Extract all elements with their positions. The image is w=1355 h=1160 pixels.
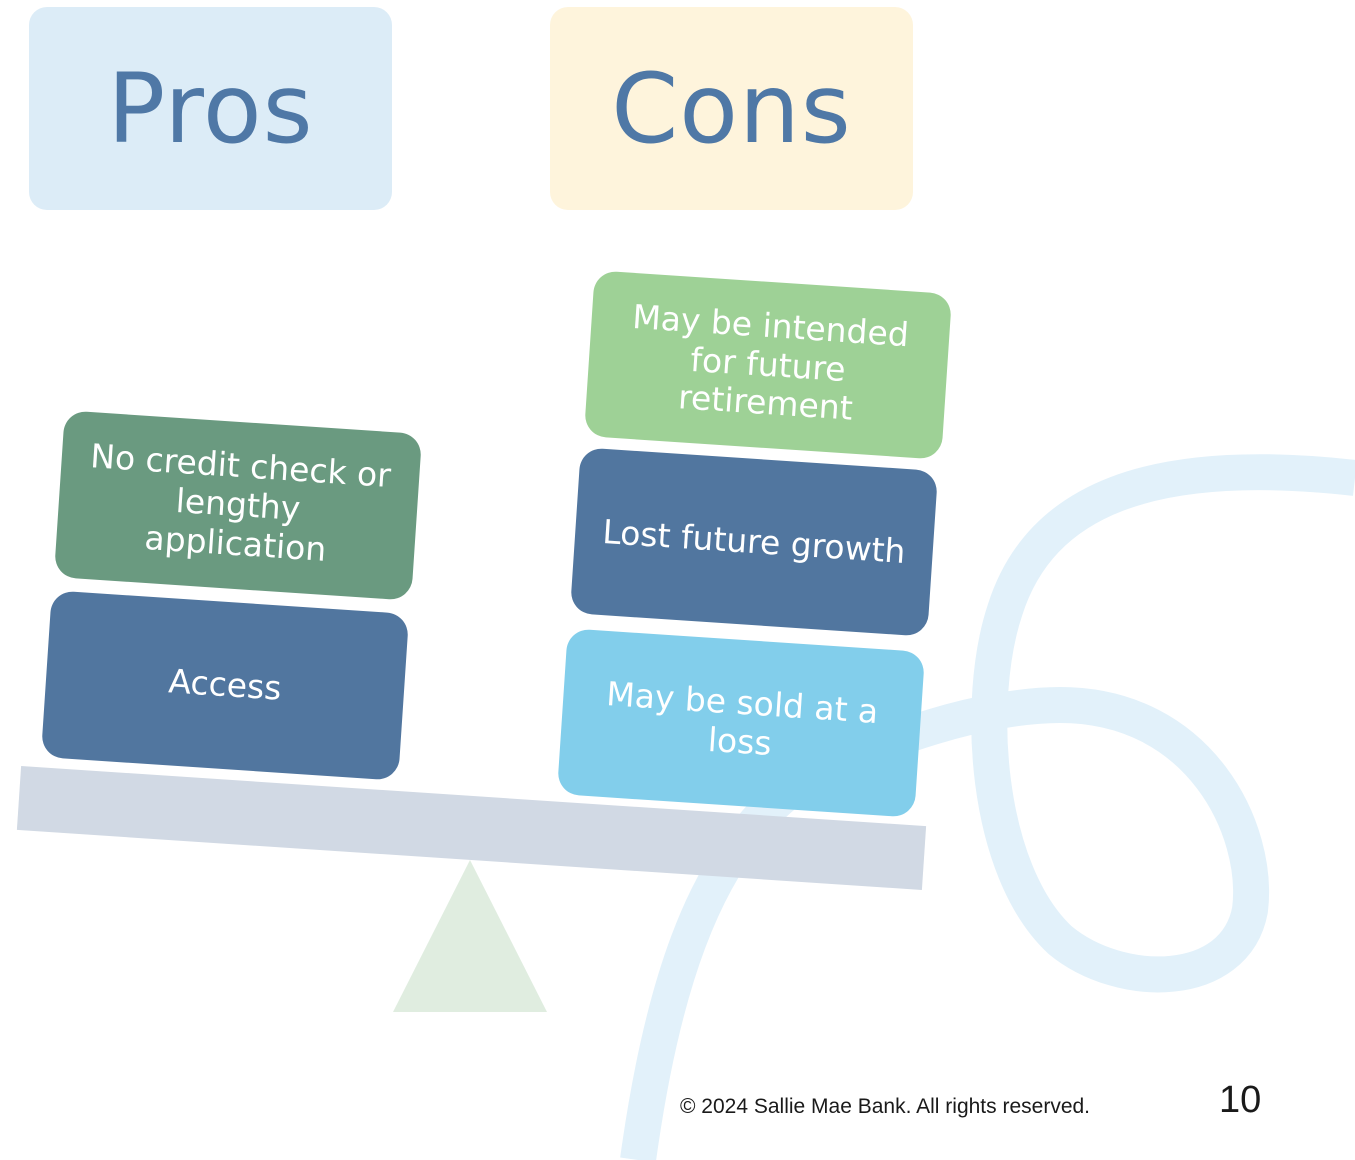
page-number: 10 [1219, 1079, 1262, 1121]
copyright-footer: © 2024 Sallie Mae Bank. All rights reser… [680, 1095, 1091, 1118]
con-item-sold-at-loss: May be sold at a loss [556, 628, 926, 818]
pros-header: Pros [29, 7, 392, 210]
con-item-future-retirement: May be intended for future retirement [583, 270, 953, 460]
con-item-label: May be intended for future retirement [631, 296, 911, 429]
cons-header: Cons [550, 7, 913, 210]
pro-item-label: Access [167, 661, 283, 708]
con-item-label: Lost future growth [601, 511, 907, 571]
pro-item-access: Access [40, 590, 410, 781]
cons-header-label: Cons [611, 52, 852, 165]
pro-item-label: No credit check or lengthy application [89, 436, 393, 569]
balance-fulcrum [393, 860, 547, 1012]
con-item-label: May be sold at a loss [605, 674, 880, 764]
pros-header-label: Pros [107, 52, 314, 165]
pro-item-no-credit-check: No credit check or lengthy application [53, 410, 423, 601]
con-item-lost-growth: Lost future growth [569, 447, 939, 637]
